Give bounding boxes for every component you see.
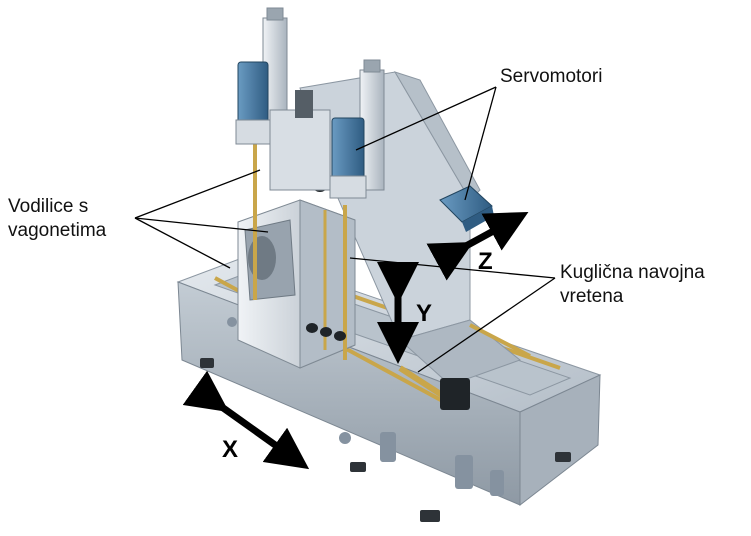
leader-servomotor-center <box>355 86 497 151</box>
label-servomotors: Servomotori <box>500 66 603 87</box>
label-guides-line2: vagonetima <box>8 220 107 241</box>
axis-label-z: Z <box>478 248 493 275</box>
leader-servomotor-right <box>464 86 497 201</box>
servomotor-left <box>235 61 271 145</box>
label-guides-line1: Vodilice s <box>8 196 89 217</box>
z-axis-arrow <box>426 211 529 281</box>
x-axis-arrow <box>182 370 310 470</box>
leader-guides-upper <box>134 169 261 219</box>
label-ballscrews-line1: Kuglična navojna <box>560 262 705 283</box>
servomotor-center <box>329 117 367 199</box>
label-ballscrews-line2: vretena <box>560 286 624 307</box>
leader-guides-middle <box>134 217 269 233</box>
leader-lines <box>134 86 556 373</box>
axis-label-x: X <box>222 436 239 463</box>
leader-guides-lower <box>134 217 231 269</box>
leader-ballscrew-z <box>417 277 556 373</box>
axis-label-y: Y <box>416 300 433 327</box>
y-axis-column <box>237 120 356 369</box>
axis-arrows <box>182 211 529 470</box>
leader-ballscrew-y <box>349 257 556 279</box>
upper-uprights <box>262 7 385 191</box>
